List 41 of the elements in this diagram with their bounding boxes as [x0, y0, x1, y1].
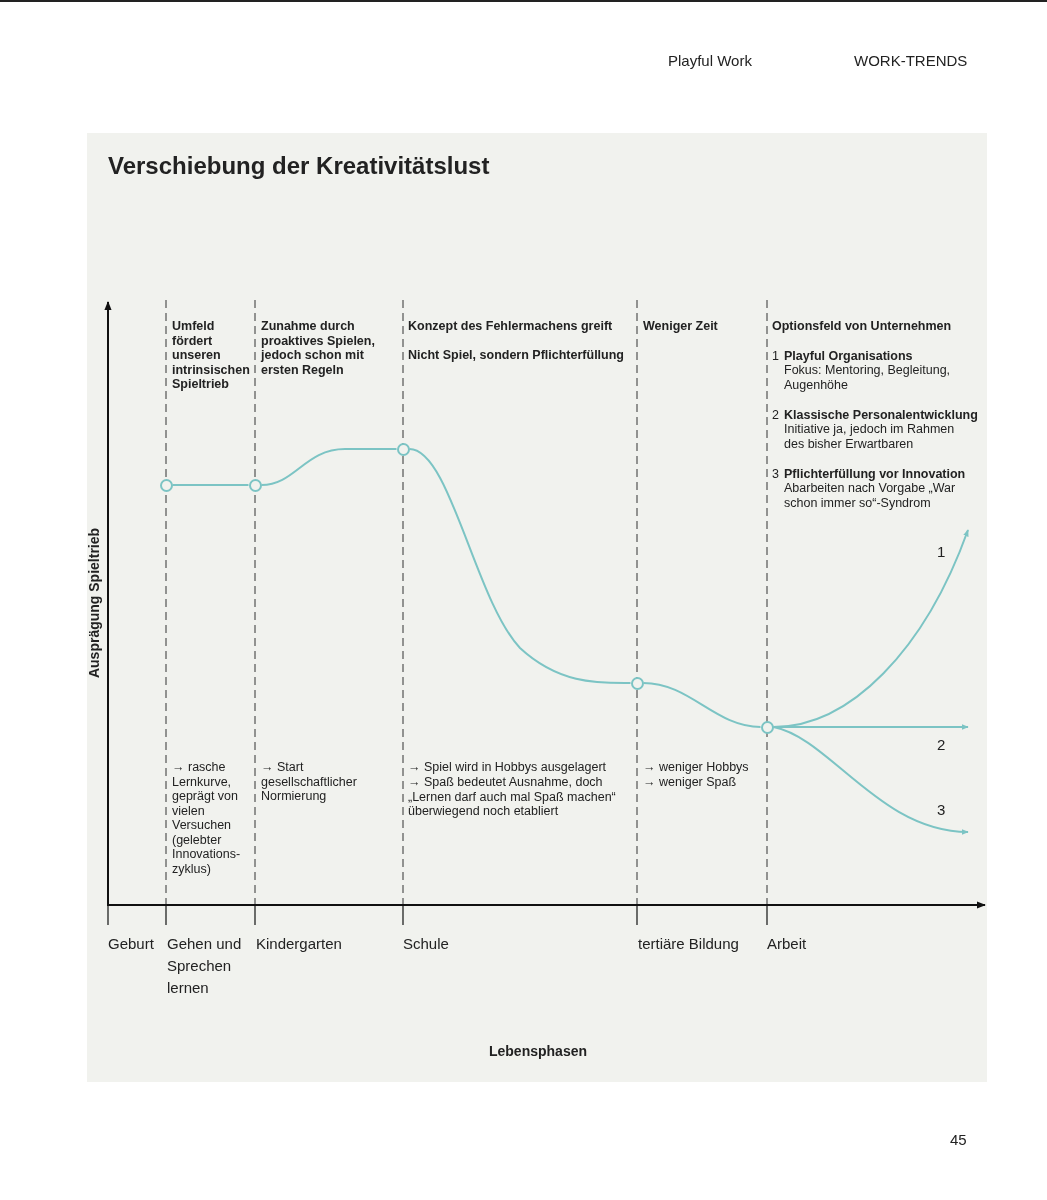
- option-description: Fokus: Mentoring, Begleitung, Augenhöhe: [784, 363, 952, 392]
- annotation-text: → rasche Lernkurve, geprägt von vielen Versuchen (gelebter Innovations-zyklus): [172, 760, 242, 876]
- list-number: 1: [772, 349, 779, 364]
- edge-label: 2: [937, 738, 946, 753]
- curve-line: [171, 484, 250, 486]
- annotation-text: Zunahme durch proaktives Spielen, jedoch schon mit ersten Regeln: [261, 319, 376, 377]
- axis-label: Lebensphasen: [489, 1044, 587, 1059]
- chart-title: Verschiebung der Kreativitätslust: [108, 152, 490, 180]
- annotation-text: → weniger Hobbys: [643, 760, 750, 775]
- page-number: 45: [950, 1133, 967, 1148]
- phase-label: Geburt: [108, 934, 154, 954]
- option-heading: Klassische Personalentwicklung: [784, 408, 979, 423]
- phase-label: Schule: [403, 934, 449, 954]
- annotation-text: Umfeld fördert unseren intrinsischen Spieltrieb: [172, 319, 251, 392]
- annotation-text: Nicht Spiel, sondern Pflichterfüllung: [408, 348, 625, 363]
- curve-line: [642, 682, 762, 728]
- header-text: Playful Work: [668, 54, 752, 69]
- option-heading: Pflichterfüllung vor Innovation: [784, 467, 967, 482]
- annotation-text: → weniger Spaß: [643, 775, 738, 790]
- header-text: WORK-TRENDS: [854, 54, 968, 69]
- option-description: Abarbeiten nach Vorgabe „War schon immer so“-Syndrom: [784, 481, 957, 510]
- annotation-text: Konzept des Fehlermachens greift: [408, 319, 614, 334]
- phase-label: Arbeit: [767, 934, 807, 954]
- phase-label: Kindergarten: [256, 934, 342, 954]
- phase-label: Gehen und Sprechen lernen: [167, 934, 243, 998]
- option-description: Initiative ja, jedoch im Rahmen des bisher Erwartbaren: [784, 422, 956, 451]
- option-heading: Playful Organisations: [784, 349, 914, 364]
- annotation-text: → Start gesellschaftlicher Normierung: [261, 760, 358, 804]
- annotation-text: Optionsfeld von Unternehmen: [772, 319, 953, 334]
- curve-line: [260, 448, 398, 486]
- annotation-text: → Spiel wird in Hobbys ausgelagert: [408, 760, 608, 775]
- annotation-text: → Spaß bedeutet Ausnahme, doch „Lernen darf auch mal Spaß machen“ überwiegend noch etabliert: [408, 775, 617, 819]
- edge-label: 1: [937, 545, 946, 560]
- annotation-text: Weniger Zeit: [643, 319, 719, 334]
- curve-arrow: [772, 726, 969, 835]
- edge-label: 3: [937, 803, 946, 818]
- list-number: 2: [772, 408, 779, 423]
- axis-label: Ausprägung Spieltrieb: [86, 527, 102, 679]
- curve-line: [408, 448, 632, 684]
- phase-label: tertiäre Bildung: [638, 934, 739, 954]
- list-number: 3: [772, 467, 779, 482]
